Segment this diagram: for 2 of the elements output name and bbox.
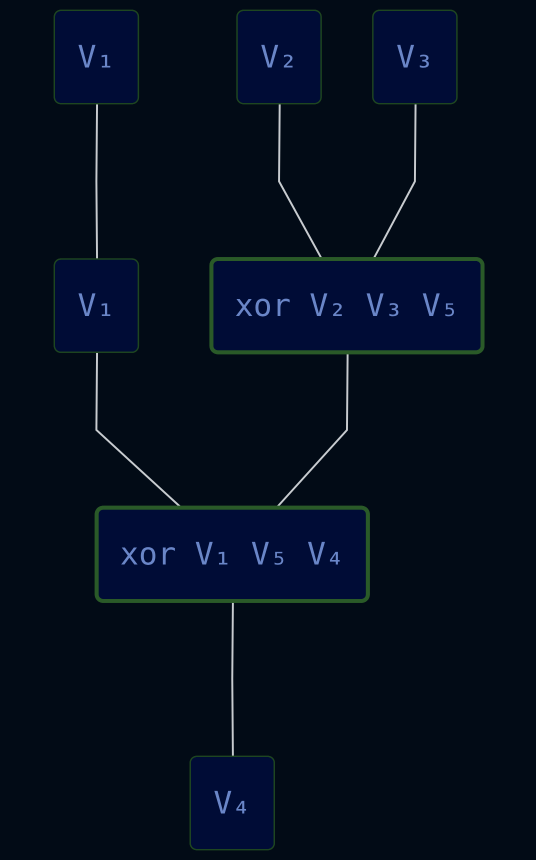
connector — [230, 602, 234, 758]
connector — [94, 104, 98, 260]
